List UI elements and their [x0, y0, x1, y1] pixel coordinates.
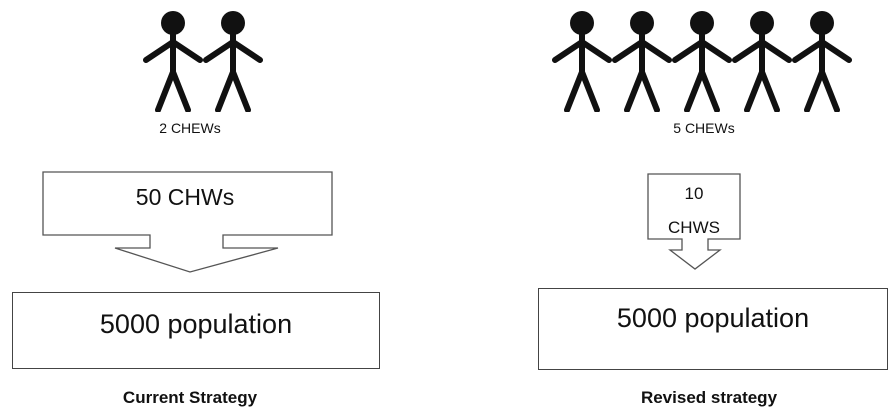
current-strategy-panel: 2 CHEWs 50 CHWs 5000 population Current … [12, 10, 380, 407]
revised-population-box: 5000 population [538, 288, 888, 370]
revised-chw-label-line2: CHWS [668, 218, 720, 237]
revised-chews-figures [552, 10, 852, 112]
current-population-label: 5000 population [99, 309, 293, 339]
stick-figure-icon [143, 10, 203, 112]
stick-figure-icon [792, 10, 852, 112]
current-population-box: 5000 population [12, 292, 380, 369]
revised-chw-arrow [645, 172, 750, 272]
revised-chw-label-line1: 10 [684, 184, 704, 203]
revised-chews-label: 5 CHEWs [673, 120, 735, 136]
stick-figure-icon [552, 10, 612, 112]
current-chews-label: 2 CHEWs [159, 120, 221, 136]
revised-strategy-caption: Revised strategy [640, 388, 778, 407]
current-chw-label: 50 CHWs [135, 184, 235, 210]
stick-figure-icon [612, 10, 672, 112]
current-strategy-caption: Current Strategy [122, 388, 258, 407]
stick-figure-icon [732, 10, 792, 112]
revised-strategy-panel: 5 CHEWs 10 CHWS 5000 population Revised … [444, 0, 888, 414]
current-chw-arrow [40, 170, 340, 275]
current-chews-figures [143, 10, 263, 112]
stick-figure-icon [672, 10, 732, 112]
stick-figure-icon [203, 10, 263, 112]
revised-population-label: 5000 population [616, 303, 810, 333]
